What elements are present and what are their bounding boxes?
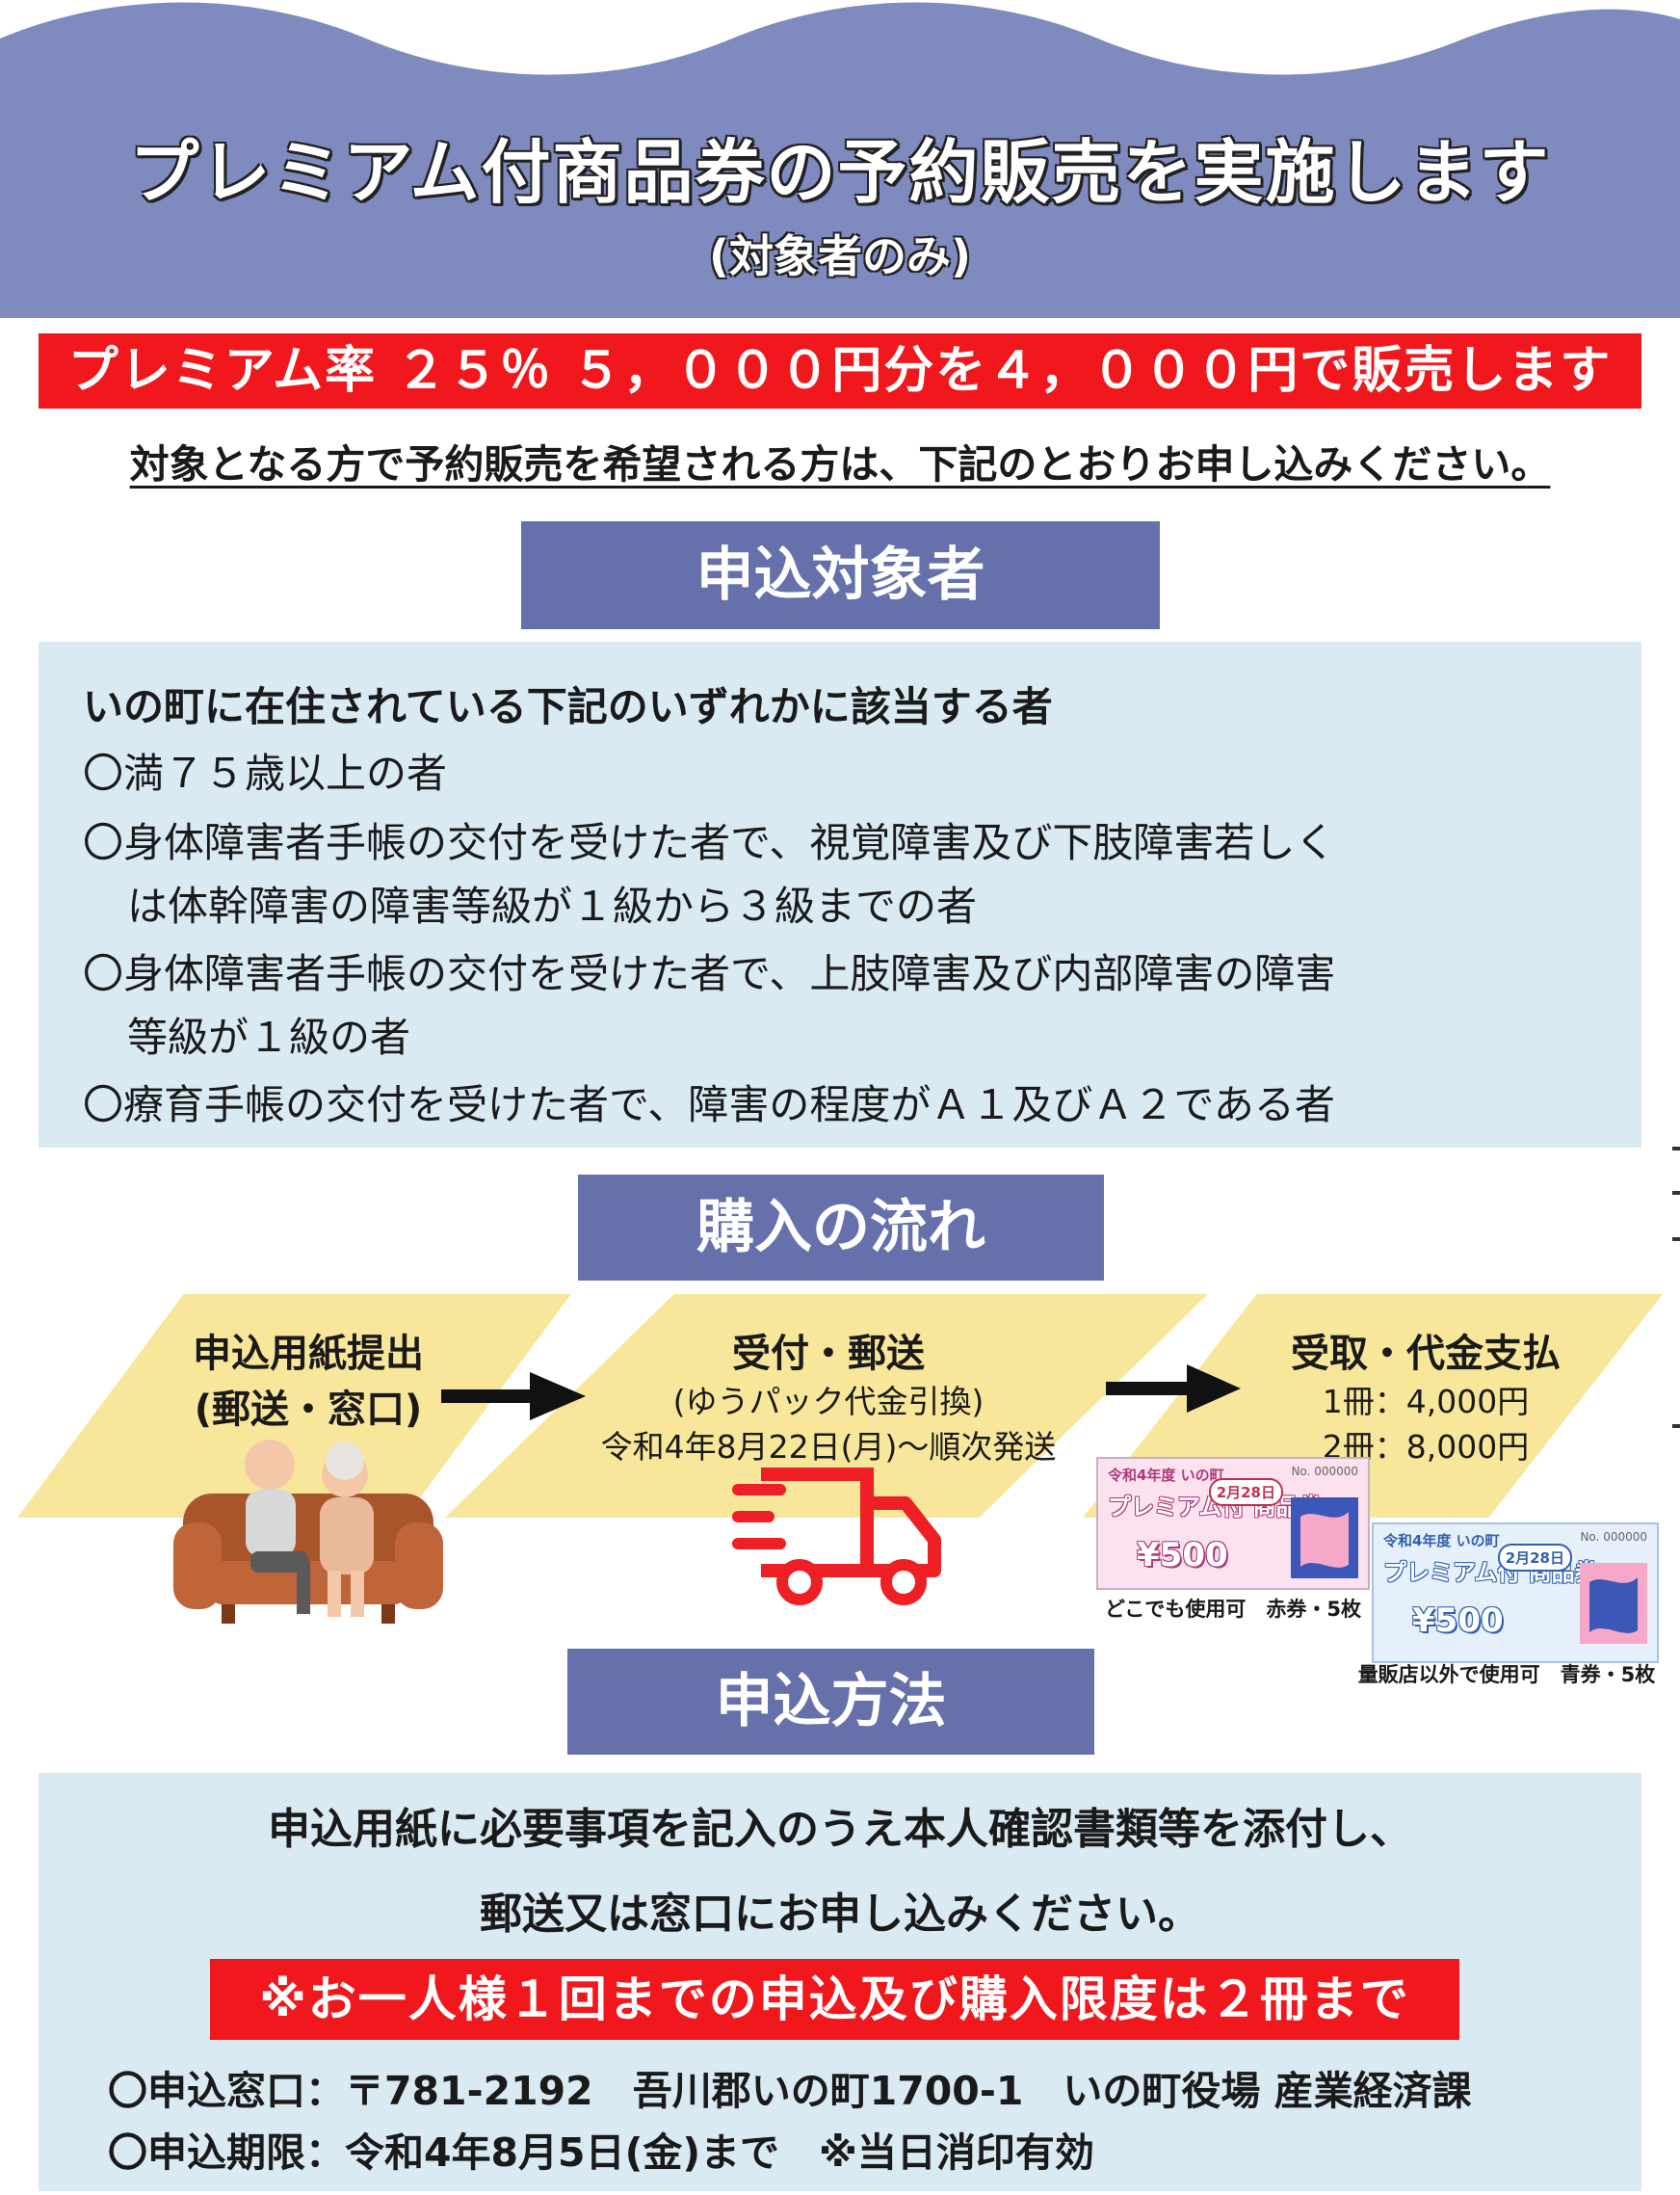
flow-step-2-line2: 令和4年8月22日(月)〜順次発送: [600, 1428, 1057, 1466]
section-heading-flow: 購入の流れ: [578, 1175, 1104, 1281]
ticket-artwork: [1580, 1563, 1647, 1644]
intro-text: 対象となる方で予約販売を希望される方は、下記のとおりお申し込みください。: [129, 441, 1551, 488]
arrow-right-icon: [1106, 1364, 1241, 1413]
red-ticket-caption: どこでも使用可 赤券・5枚: [1105, 1598, 1361, 1621]
ticket-expiry-badge: 2月28日: [1497, 1544, 1572, 1572]
flow-step-2-line1: (ゆうパック代金引換): [672, 1383, 984, 1420]
page-title: プレミアム付商品券の予約販売を実施します: [129, 132, 1551, 213]
target-item-line: 〇身体障害者手帳の交付を受けた者で、視覚障害及び下肢障害若しく: [83, 819, 1336, 866]
ticket-header: 令和4年度 いの町: [1383, 1532, 1500, 1549]
arrow-right-icon: [441, 1372, 586, 1420]
target-item: 〇身体障害者手帳の交付を受けた者で、視覚障害及び下肢障害若しく は体幹障害の障害…: [83, 811, 1586, 939]
header-wave-background: [0, 2, 1680, 318]
premium-rate-banner: プレミアム率 ２５％ ５，０００円分を４，０００円で販売します: [39, 333, 1641, 409]
edge-mark: [1672, 1147, 1680, 1150]
target-item: 〇身体障害者手帳の交付を受けた者で、上肢障害及び内部障害の障害 等級が１級の者: [83, 942, 1586, 1070]
truck-icon: [732, 1468, 941, 1605]
ticket-number: No. 000000: [1580, 1530, 1647, 1544]
application-deadline-info: 〇申込期限：令和4年8月5日(金)まで ※当日消印有効: [108, 2129, 1094, 2176]
application-window-info: 〇申込窓口：〒781-2192 吾川郡いの町1700-1 いの町役場 産業経済課: [108, 2068, 1472, 2114]
edge-mark: [1672, 1191, 1680, 1195]
section-heading-method: 申込方法: [567, 1649, 1094, 1755]
target-lead: いの町に在住されている下記のいずれかに該当する者: [83, 683, 1053, 730]
target-item-line: 〇満７５歳以上の者: [83, 750, 448, 797]
target-item: 〇療育手帳の交付を受けた者で、障害の程度がＡ１及びＡ２である者: [83, 1073, 1586, 1137]
purchase-limit-banner: ※お一人様１回までの申込及び購入限度は２冊まで: [210, 1959, 1459, 2040]
ticket-price: ¥500: [1137, 1536, 1228, 1574]
target-item-line: 〇療育手帳の交付を受けた者で、障害の程度がＡ１及びＡ２である者: [83, 1081, 1335, 1128]
elderly-couple-illustration: [173, 1440, 443, 1624]
edge-mark: [1672, 1237, 1680, 1241]
page-subtitle: (対象者のみ): [708, 230, 972, 282]
flow-step-2-title: 受付・郵送: [732, 1332, 925, 1376]
flow-step-1-title: 申込用紙提出: [193, 1332, 424, 1376]
method-line-2: 郵送又は窓口にお申し込みください。: [480, 1890, 1200, 1939]
target-item: 〇満７５歳以上の者: [83, 742, 1586, 806]
ticket-expiry-badge: 2月28日: [1208, 1478, 1283, 1506]
flow-step-1-sub: (郵送・窓口): [194, 1388, 423, 1432]
red-ticket-image: 令和4年度 いの町 No. 000000 プレミアム付 商品券 2月28日 ¥5…: [1096, 1457, 1370, 1590]
flow-step-3-line1: 1冊：4,000円: [1322, 1383, 1530, 1420]
ticket-artwork: [1291, 1497, 1358, 1578]
ticket-price: ¥500: [1412, 1601, 1504, 1640]
target-item-line: 〇身体障害者手帳の交付を受けた者で、上肢障害及び内部障害の障害: [83, 950, 1336, 997]
target-item-line: 等級が１級の者: [127, 1014, 411, 1061]
ticket-number: No. 000000: [1291, 1465, 1358, 1478]
blue-ticket-image: 令和4年度 いの町 No. 000000 プレミアム付 商品券 2月28日 ¥5…: [1372, 1522, 1659, 1663]
flow-step-3-title: 受取・代金支払: [1291, 1332, 1561, 1376]
method-line-1: 申込用紙に必要事項を記入のうえ本人確認書類等を添付し、: [268, 1805, 1412, 1854]
ticket-header: 令和4年度 いの町: [1108, 1467, 1224, 1484]
section-heading-target: 申込対象者: [521, 521, 1160, 629]
target-item-line: は体幹障害の障害等級が１級から３級までの者: [127, 883, 978, 930]
blue-ticket-caption: 量販店以外で使用可 青券・5枚: [1357, 1663, 1656, 1686]
edge-mark: [1672, 1424, 1680, 1428]
target-box: [39, 642, 1641, 1148]
